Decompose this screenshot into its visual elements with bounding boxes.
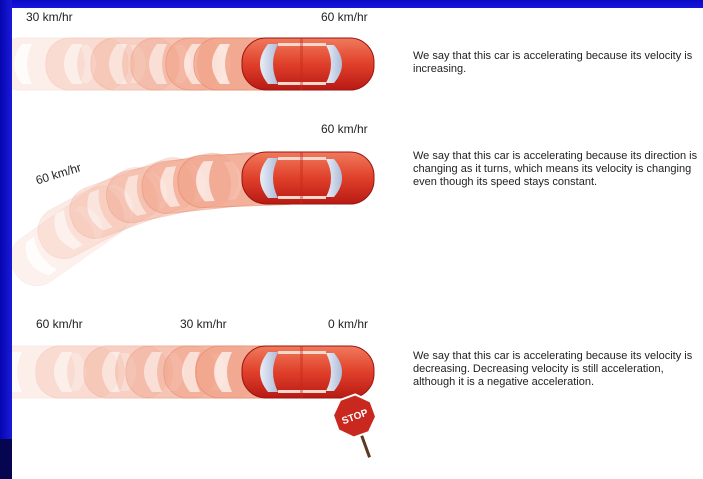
- diagram-stage: STOP 30 km/hr 60 km/hr We say that this …: [12, 8, 703, 479]
- row3-speed-end: 0 km/hr: [328, 317, 368, 331]
- row3-car-trail: [12, 346, 374, 398]
- row3-car: [242, 346, 374, 398]
- row2-speed-end: 60 km/hr: [321, 122, 368, 136]
- row1-description: We say that this car is accelerating bec…: [413, 50, 703, 76]
- row2-description: We say that this car is accelerating bec…: [413, 150, 703, 189]
- row1-car-trail: [12, 38, 374, 90]
- row1-speed-end: 60 km/hr: [321, 10, 368, 24]
- row1-car: [242, 38, 374, 90]
- left-border-dark-corner: [0, 439, 12, 479]
- row3-description: We say that this car is accelerating bec…: [413, 350, 703, 389]
- left-blue-border: [0, 0, 12, 479]
- row1-speed-start: 30 km/hr: [26, 10, 73, 24]
- row2-car: [242, 152, 374, 204]
- row3-speed-middle: 30 km/hr: [180, 317, 227, 331]
- stop-sign-icon: STOP: [329, 390, 388, 464]
- top-blue-border: [0, 0, 703, 8]
- row3-speed-start: 60 km/hr: [36, 317, 83, 331]
- cars-illustration: STOP: [12, 8, 703, 479]
